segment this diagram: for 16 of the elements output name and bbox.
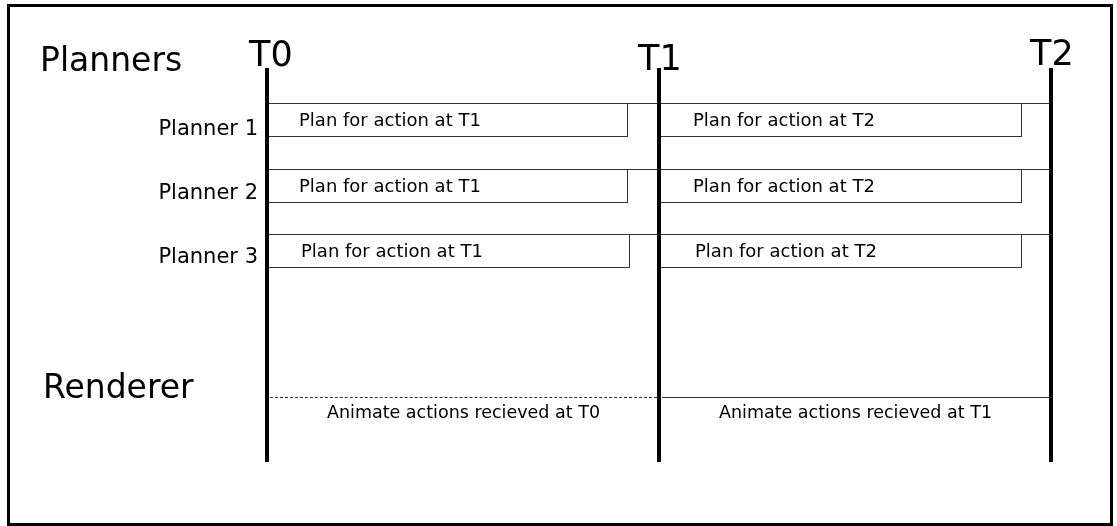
label: T2 xyxy=(1030,36,1074,71)
plan-box: Plan for action at T1 xyxy=(269,103,657,137)
plan-box: Plan for action at T2 xyxy=(661,103,1049,137)
render-task: Animate actions recieved at T0 xyxy=(270,397,657,427)
plan-box: Plan for action at T1 xyxy=(269,169,657,203)
plan-box: Plan for action at T1 xyxy=(269,234,657,268)
label: Planner 3 xyxy=(157,246,258,267)
label: Planner 1 xyxy=(157,118,258,139)
render-task: Animate actions recieved at T1 xyxy=(662,397,1049,427)
label: Planner 2 xyxy=(157,182,258,203)
label: T1 xyxy=(638,41,682,76)
plan-box: Plan for action at T2 xyxy=(661,169,1049,203)
label: Planners xyxy=(40,43,183,76)
plan-box: Plan for action at T2 xyxy=(661,234,1049,268)
label: Renderer xyxy=(43,370,194,403)
label: T0 xyxy=(249,37,293,72)
